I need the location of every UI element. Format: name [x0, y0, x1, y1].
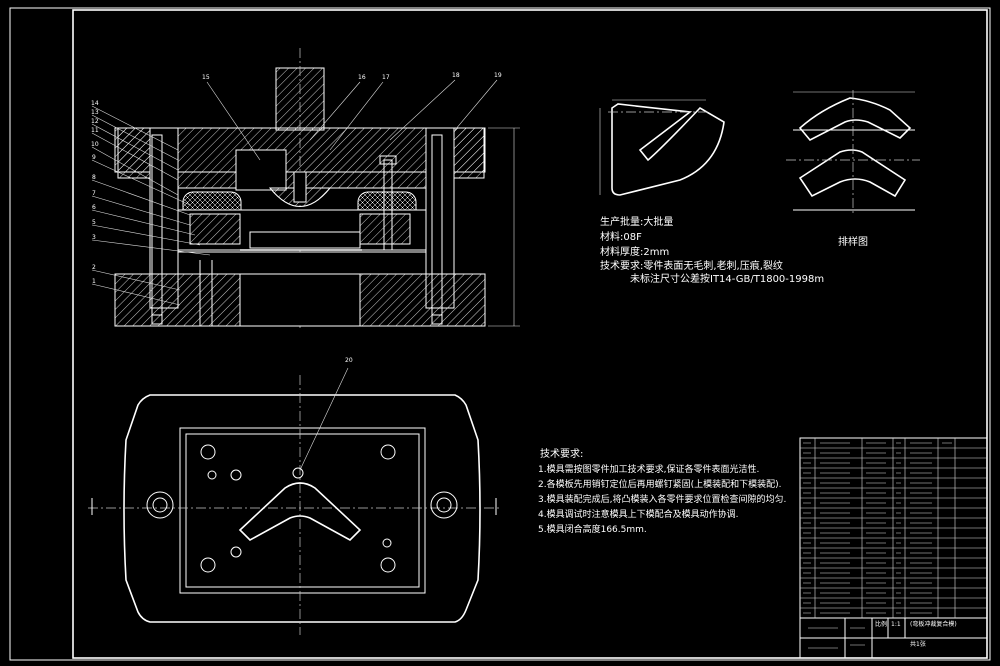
tech-note-3: 3.模具装配完成后,将凸模装入各零件要求位置检查间隙的均匀.: [538, 495, 787, 505]
tech-note-2: 2.各模板先用销钉定位后再用螺钉紧固(上模装配和下模装配).: [538, 480, 782, 490]
balloon-5: 5: [92, 219, 96, 226]
part-spec-thickness: 材料厚度:2mm: [600, 247, 670, 258]
balloon-2: 2: [92, 264, 96, 271]
tech-note-4: 4.模具调试时注意模具上下模配合及模具动作协调.: [538, 510, 739, 520]
balloon-10: 10: [91, 141, 99, 148]
strip-layout: [786, 90, 920, 215]
tech-notes-title: 技术要求:: [540, 449, 584, 460]
part-drawing: [599, 99, 725, 196]
title-block: [799, 437, 988, 659]
balloon-11: 11: [91, 127, 99, 134]
balloon-14: 14: [91, 100, 99, 107]
balloon-16: 16: [358, 74, 366, 81]
balloon-19: 19: [494, 72, 502, 79]
balloon-13: 13: [91, 109, 99, 116]
drawing-frame: [72, 9, 988, 659]
tech-note-1: 1.模具需按图零件加工技术要求,保证各零件表面光洁性.: [538, 465, 760, 475]
part-spec-material: 材料:08F: [600, 232, 642, 243]
balloon-9: 9: [92, 154, 96, 161]
part-spec-requirement: 技术要求:零件表面无毛刺,老刺,压痕,裂纹: [600, 261, 783, 272]
part-spec-production: 生产批量:大批量: [600, 217, 674, 228]
tech-note-5: 5.模具闭合高度166.5mm.: [538, 525, 647, 535]
balloon-6: 6: [92, 204, 96, 211]
balloon-12: 12: [91, 118, 99, 125]
strip-layout-label: 排样图: [838, 237, 868, 248]
balloon-7: 7: [92, 190, 96, 197]
section-view: [91, 48, 520, 330]
balloon-3: 3: [92, 234, 96, 241]
plan-view: [88, 367, 500, 635]
title-block-scale-label: 比例: [875, 621, 888, 628]
title-block-name: (弯板冲裁复合模): [910, 621, 957, 628]
balloon-1: 1: [92, 278, 96, 285]
title-block-sheet: 共1张: [910, 641, 926, 648]
balloon-20: 20: [345, 357, 353, 364]
balloon-17: 17: [382, 74, 390, 81]
balloon-18: 18: [452, 72, 460, 79]
title-block-scale-value: 1:1: [891, 621, 901, 628]
balloon-8: 8: [92, 174, 96, 181]
balloon-15: 15: [202, 74, 210, 81]
sheet-border: [9, 7, 991, 661]
part-spec-tolerance: 未标注尺寸公差按IT14-GB/T1800-1998m: [630, 274, 825, 285]
